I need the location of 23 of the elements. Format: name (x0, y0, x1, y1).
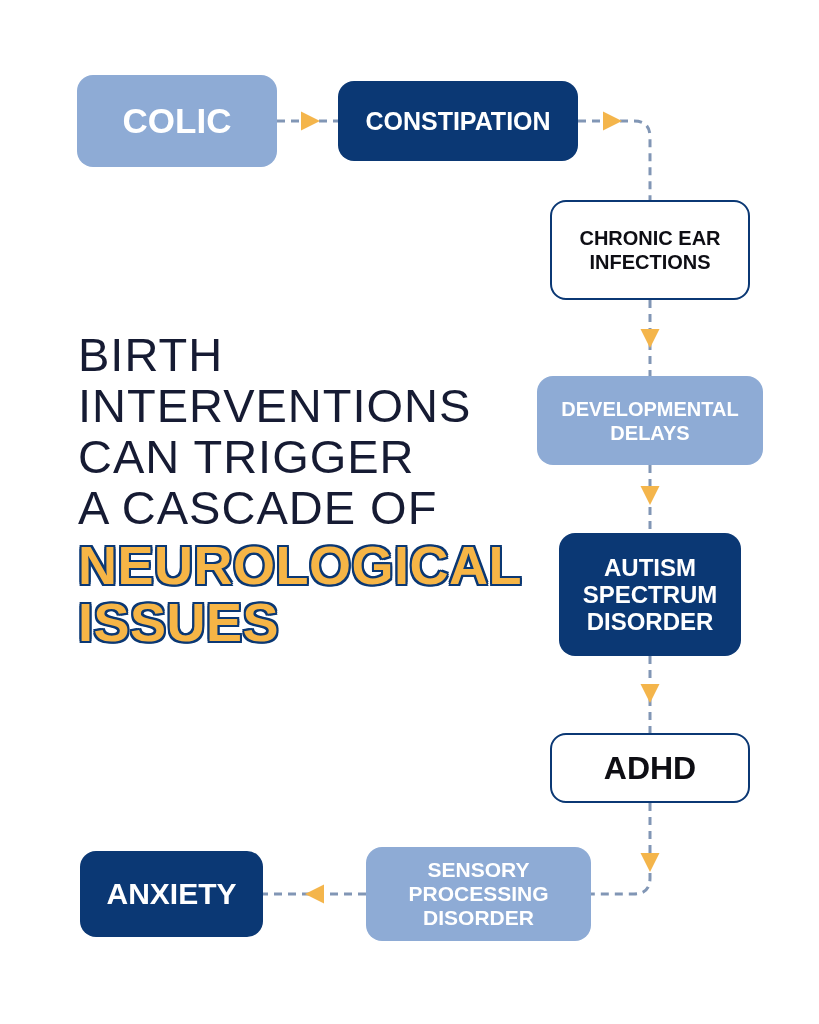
dashed-arrow (277, 111, 338, 131)
box-label: SENSORY PROCESSING DISORDER (407, 858, 550, 930)
process-box (80, 851, 263, 937)
process-box (77, 75, 277, 167)
dashed-arrow (640, 656, 660, 733)
title: BIRTH INTERVENTIONS CAN TRIGGER A CASCADE OF NEUROLOGICAL ISSUES (78, 329, 522, 651)
box-label: COLIC (122, 101, 232, 141)
process-box (537, 376, 763, 465)
dashed-arrow (640, 300, 660, 376)
box-label: CHRONIC EAR INFECTIONS (578, 226, 722, 274)
process-box (550, 200, 750, 300)
dashed-arrow (591, 803, 660, 896)
process-box (559, 533, 741, 656)
box-label: DEVELOPMENTAL DELAYS (560, 396, 740, 445)
box-label: ADHD (603, 750, 697, 786)
box-label: ANXIETY (106, 877, 237, 911)
process-box (366, 847, 591, 941)
process-box (338, 81, 578, 161)
box-label: CONSTIPATION (365, 106, 551, 136)
dashed-arrow (578, 111, 652, 200)
process-box (550, 733, 750, 803)
dashed-arrow (263, 884, 366, 904)
box-label: AUTISM SPECTRUM DISORDER (581, 554, 719, 635)
